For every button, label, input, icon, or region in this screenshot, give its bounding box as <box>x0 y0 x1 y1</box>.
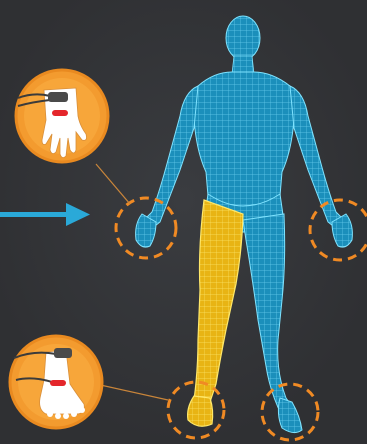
foot-electrode-icon <box>10 336 102 428</box>
neck <box>232 56 254 74</box>
left-foot <box>188 396 213 426</box>
torso <box>194 72 294 206</box>
hand-electrode-icon <box>16 70 108 162</box>
head <box>226 16 260 60</box>
